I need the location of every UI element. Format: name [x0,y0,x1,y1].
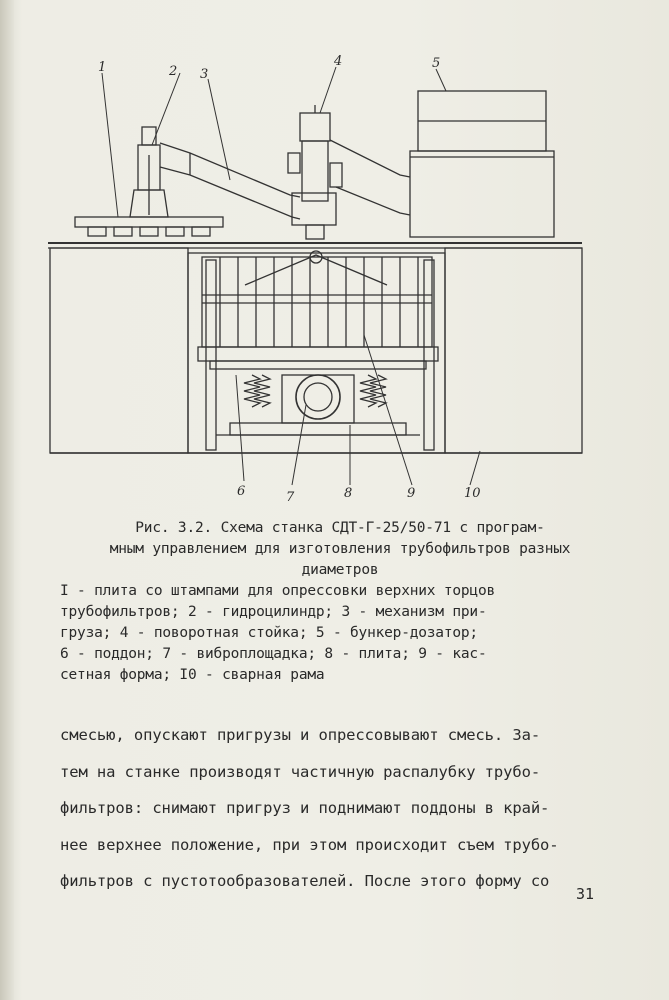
fig-label-2: 2 [168,64,177,79]
body-line: тем на станке производят частичную распа… [60,762,541,781]
fig-label-9: 9 [407,486,415,501]
fig-label-3: 3 [200,67,208,82]
caption-title: Рис. 3.2. Схема станка СДТ-Г-25/50-71 с … [60,518,620,581]
body-line: фильтров: снимают пригруз и поднимают по… [60,799,550,817]
caption-title-line: мным управлением для изготовления трубоф… [109,541,571,557]
legend-line: трубофильтров; 2 - гидроцилиндр; 3 - мех… [60,604,487,620]
body-line: смесью, опускают пригрузы и опрессовываю… [60,726,541,744]
fig-label-8: 8 [344,486,352,501]
book-spine-shadow [0,0,14,1000]
legend-line: I - плита со штампами для опрессовки вер… [60,583,496,599]
figure-caption: Рис. 3.2. Схема станка СДТ-Г-25/50-71 с … [60,518,620,686]
caption-legend: I - плита со штампами для опрессовки вер… [60,581,620,686]
fig-label-7: 7 [286,490,295,505]
legend-line: сетная форма; I0 - сварная рама [60,667,325,683]
legend-line: 6 - поддон; 7 - виброплощадка; 8 - плита… [60,646,487,662]
legend-line: груза; 4 - поворотная стойка; 5 - бункер… [60,625,478,641]
fig-label-1: 1 [98,60,106,75]
fig-label-10: 10 [464,486,481,501]
machine-drawing: 1 2 3 4 5 6 7 8 9 10 [48,54,583,505]
body-paragraph: смесью, опускают пригрузы и опрессовываю… [60,717,620,900]
machine-schematic-figure: 1 2 3 4 5 6 7 8 9 10 [30,45,650,515]
page-number: 31 [576,885,595,903]
mold-bars [219,257,419,347]
body-line: нее верхнее положение, при этом происход… [60,835,559,854]
fig-label-4: 4 [333,54,342,69]
fig-label-6: 6 [237,484,245,499]
fig-label-5: 5 [432,56,440,71]
springs [243,374,388,408]
stamps [87,226,211,237]
caption-title-line: Рис. 3.2. Схема станка СДТ-Г-25/50-71 с … [135,520,545,536]
caption-title-line: диаметров [301,562,379,578]
body-line: фильтров с пустотообразователей. После э… [60,872,550,890]
leader-lines [101,66,481,486]
